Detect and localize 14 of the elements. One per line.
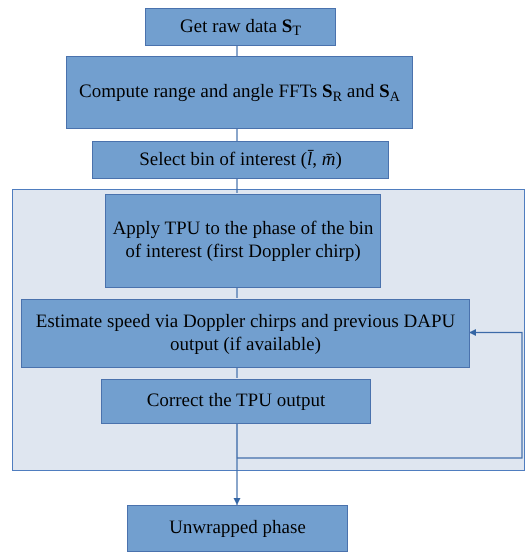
process-box: Apply TPU to the phase of the bin of interest (first Doppler chirp) (105, 194, 381, 288)
connector-line (236, 46, 238, 56)
process-box: Get raw data S$_{T}$ (145, 8, 336, 46)
connector-line (236, 129, 238, 141)
process-box: Unwrapped phase (127, 505, 348, 552)
group-panel (12, 189, 525, 471)
process-box: Correct the TPU output (101, 379, 371, 424)
process-box: Compute range and angle FFTs S$_{R}$ and S$_{A}$ (66, 56, 413, 129)
process-box: Estimate speed via Doppler chirps and previous DAPU output (if available) (21, 299, 470, 368)
connector-line (236, 179, 238, 193)
connector-line (236, 367, 238, 378)
process-box: Select bin of interest (l̄, m̄) (92, 141, 389, 179)
connector-line (236, 287, 238, 298)
arrow (236, 329, 523, 459)
